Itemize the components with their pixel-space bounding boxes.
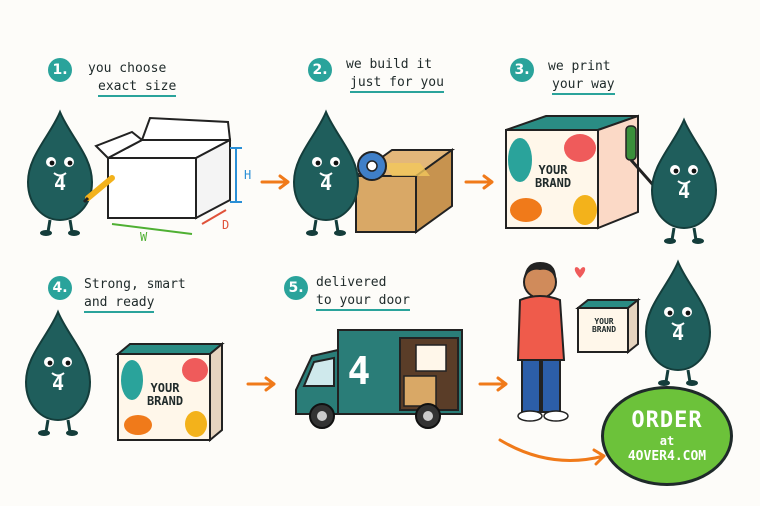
van-digit: 4 bbox=[347, 349, 371, 393]
mascot-3-digit: 4 bbox=[677, 179, 691, 203]
arrow-2-icon bbox=[464, 174, 494, 190]
step-3-caption: we print your way bbox=[548, 58, 615, 95]
step-1-badge: 1. bbox=[48, 58, 72, 82]
mascot-4-digit: 4 bbox=[51, 371, 65, 395]
step-5-line2: to your door bbox=[316, 293, 410, 311]
step-2-badge: 2. bbox=[308, 58, 332, 82]
tape-dispenser-icon bbox=[357, 151, 387, 181]
step-3-line2: your way bbox=[552, 77, 615, 95]
arrow-4-icon bbox=[478, 376, 508, 392]
step-5-caption: delivered to your door bbox=[316, 274, 410, 311]
mascot-5-digit: 4 bbox=[671, 321, 685, 345]
order-button[interactable]: ORDER at 4OVER4.COM bbox=[601, 386, 733, 486]
arrow-to-cta-icon bbox=[498, 438, 606, 466]
step-4-line1: Strong, smart bbox=[84, 277, 186, 292]
order-button-title: ORDER bbox=[631, 408, 703, 433]
brand-line1: YOUR bbox=[538, 163, 568, 177]
paint-roller-icon bbox=[625, 125, 656, 187]
heart-icon bbox=[574, 267, 586, 278]
step-5-badge: 5. bbox=[284, 276, 308, 300]
mascot-2-digit: 4 bbox=[319, 171, 333, 195]
delivery-van bbox=[295, 329, 463, 429]
step-1-caption: you choose exact size bbox=[88, 60, 177, 97]
step-3-badge: 3. bbox=[510, 58, 534, 82]
open-box-drawing bbox=[94, 116, 242, 235]
pencil-icon bbox=[82, 175, 115, 204]
step-2-line1: we build it bbox=[346, 57, 433, 72]
brand-line2: BRAND bbox=[591, 325, 617, 335]
step-1-line2: exact size bbox=[98, 79, 177, 97]
brand-line1: YOUR bbox=[594, 317, 614, 326]
step-2-caption: we build it just for you bbox=[346, 56, 444, 93]
height-label: H bbox=[244, 168, 252, 182]
brand-line2: BRAND bbox=[146, 393, 184, 408]
step-3-line1: we print bbox=[548, 59, 611, 74]
step-2-line2: just for you bbox=[350, 75, 444, 93]
brand-label-handoff: YOUR BRAND bbox=[584, 317, 624, 335]
handoff-box bbox=[575, 297, 641, 355]
arrow-1-icon bbox=[260, 174, 290, 190]
step-4-line2: and ready bbox=[84, 295, 155, 313]
printed-box-4 bbox=[115, 341, 225, 443]
order-button-url: 4OVER4.COM bbox=[627, 449, 707, 464]
brand-label-step3: YOUR BRAND bbox=[528, 164, 578, 189]
brand-label-step4: YOUR BRAND bbox=[140, 382, 190, 407]
cardboard-box bbox=[352, 148, 456, 234]
mascot-1-digit: 4 bbox=[53, 171, 67, 195]
step-4-badge: 4. bbox=[48, 276, 72, 300]
width-label: W bbox=[140, 230, 148, 244]
step-4-caption: Strong, smart and ready bbox=[84, 276, 186, 313]
brand-line2: BRAND bbox=[534, 175, 572, 190]
step-1-line1: you choose bbox=[88, 61, 167, 76]
step-5-line1: delivered bbox=[316, 275, 387, 290]
depth-label: D bbox=[222, 218, 230, 232]
brand-line1: YOUR bbox=[150, 381, 180, 395]
order-button-at: at bbox=[659, 434, 675, 448]
customer-figure bbox=[516, 262, 569, 422]
arrow-3-icon bbox=[246, 376, 276, 392]
